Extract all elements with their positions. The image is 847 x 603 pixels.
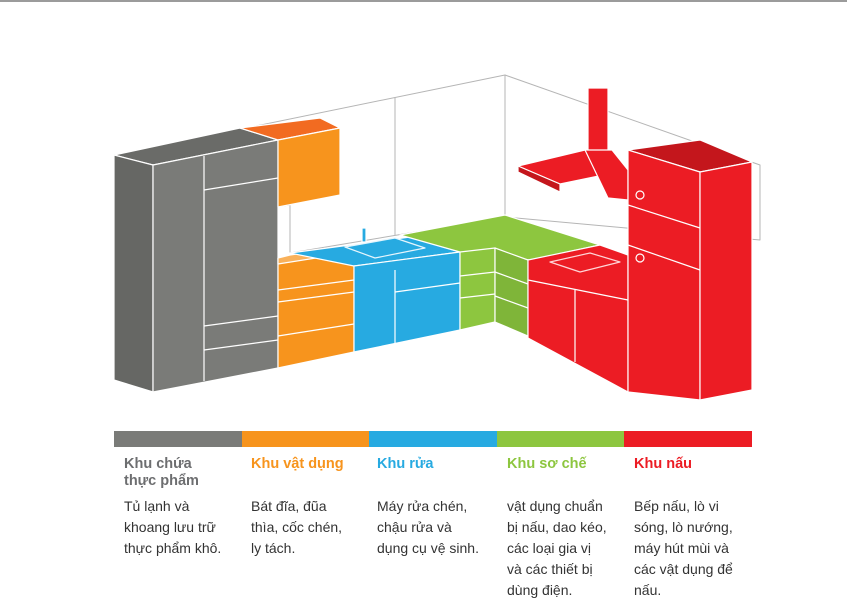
food-storage-unit <box>113 127 279 393</box>
zone-title: Khu nấu <box>634 456 692 472</box>
zone-description: Máy rửa chén, chậu rửa và dụng cụ vệ sin… <box>377 498 479 556</box>
prep-unit <box>399 214 601 337</box>
zone-description: Bát đĩa, đũa thìa, cốc chén, ly tách. <box>251 498 343 556</box>
zone-utensils: Khu vật dụng Bát đĩa, đũa thìa, cốc chén… <box>251 456 373 556</box>
zone-prep: Khu sơ chế vật dụng chuẩn bị nấu, dao ké… <box>507 456 629 598</box>
top-rule <box>0 0 847 2</box>
zone-food-storage: Khu chứa thực phẩm Tủ lạnh và khoang lưu… <box>124 456 246 556</box>
zone-color-legend <box>114 431 752 447</box>
zone-description: vật dụng chuẩn bị nấu, dao kéo, các loại… <box>507 498 607 598</box>
legend-swatch-food-storage <box>114 431 242 447</box>
zone-cooking: Khu nấu Bếp nấu, lò vi sóng, lò nướng, m… <box>634 456 756 598</box>
washing-unit <box>289 227 461 353</box>
zone-title: Khu sơ chế <box>507 456 587 472</box>
kitchen-illustration <box>113 74 761 401</box>
zone-title: Khu rửa <box>377 456 434 472</box>
legend-swatch-washing <box>369 431 497 447</box>
utensils-unit <box>239 117 355 369</box>
zone-description: Bếp nấu, lò vi sóng, lò nướng, máy hút m… <box>634 498 733 598</box>
zone-title: Khu vật dụng <box>251 456 344 472</box>
legend-swatch-prep <box>496 431 625 447</box>
legend-swatch-utensils <box>241 431 370 447</box>
zone-washing: Khu rửa Máy rửa chén, chậu rửa và dụng c… <box>377 456 499 556</box>
legend-swatch-cooking <box>624 431 752 447</box>
cooking-unit <box>517 87 753 401</box>
zone-title: Khu chứa thực phẩm <box>124 456 199 489</box>
zone-description: Tủ lạnh và khoang lưu trữ thực phẩm khô. <box>124 498 222 556</box>
